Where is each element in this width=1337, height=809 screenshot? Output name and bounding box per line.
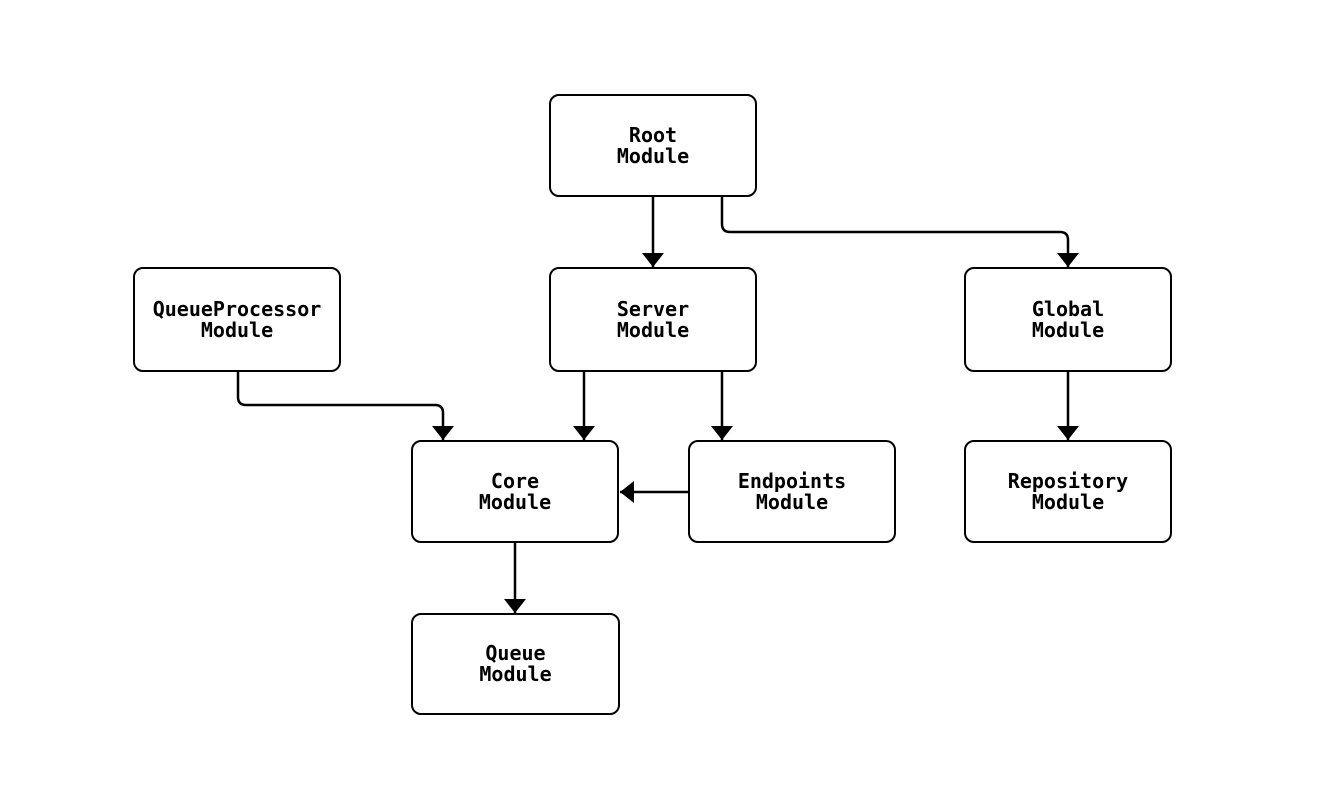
node-core-module: Core Module [411, 440, 619, 543]
node-repository-module: Repository Module [964, 440, 1172, 543]
edge-queueprocessor-to-core [236, 372, 454, 440]
edge-root-to-global [720, 197, 1079, 267]
node-queueprocessor-module: QueueProcessor Module [133, 267, 341, 372]
node-endpoints-module: Endpoints Module [688, 440, 896, 543]
node-global-module: Global Module [964, 267, 1172, 372]
node-queue-module: Queue Module [411, 613, 620, 715]
node-root-module: Root Module [549, 94, 757, 197]
node-server-module: Server Module [549, 267, 757, 372]
